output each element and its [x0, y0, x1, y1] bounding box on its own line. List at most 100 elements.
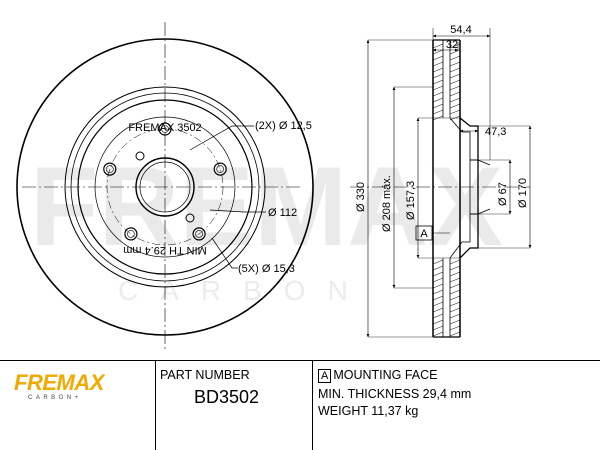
section-hatch [449, 313, 461, 319]
section-hatch [449, 109, 461, 115]
dia-outer-label: Ø 330 [355, 182, 367, 212]
label-pcd: Ø 112 [268, 207, 297, 219]
dim-total-width-label: 54,4 [450, 24, 471, 36]
title-block-top-border [0, 360, 600, 361]
section-hatch [449, 61, 461, 67]
section-hatch [449, 265, 461, 271]
section-hatch [449, 55, 461, 61]
section-hatch [449, 103, 461, 109]
leader-small-holes [189, 125, 254, 151]
dim-offset-label: 47,3 [485, 126, 506, 138]
mounting-face-label: MOUNTING FACE [333, 368, 438, 382]
part-number: BD3502 [194, 387, 260, 407]
section-hatch [449, 43, 461, 49]
section-hatch [449, 325, 461, 331]
section-hatch [449, 67, 461, 73]
bolt-hole [158, 122, 172, 136]
title-block-divider-right [312, 360, 313, 450]
friction-inner-edge [64, 86, 266, 288]
bolt-hole-inner [216, 165, 224, 173]
label-small-holes: (2X) Ø 12,5 [255, 120, 312, 132]
section-hatch [449, 289, 461, 295]
section-hatch [449, 307, 461, 313]
section-hatch [449, 319, 461, 325]
section-hatch [449, 277, 461, 283]
dia-hat-label: Ø 157,3 [405, 181, 417, 220]
hat-text-top: FREMAX 3502 [128, 122, 201, 134]
section-hatch [432, 313, 444, 319]
watermark-sub: CARBON [118, 275, 370, 306]
dia-hub-label: Ø 170 [517, 178, 529, 208]
brand-logo: FREMAX CARBON+ [14, 372, 104, 402]
section-hatch [449, 301, 461, 307]
section-hatch [449, 85, 461, 91]
watermark-brand: FREMAX [30, 144, 503, 269]
section-hatch [432, 49, 444, 55]
section-hatch [449, 73, 461, 79]
section-hatch [432, 85, 444, 91]
section-hatch [449, 79, 461, 85]
section-hatch [432, 283, 444, 289]
bolt-hole-inner [161, 125, 169, 133]
pcd-circle [106, 128, 224, 246]
leader-pcd [209, 209, 266, 213]
center-bore [135, 157, 195, 217]
section-hatch [449, 331, 461, 337]
section-hatch [432, 55, 444, 61]
small-hole [135, 151, 145, 161]
title-block-divider-left [155, 360, 156, 450]
section-hatch [432, 97, 444, 103]
dia-bore-label: Ø 67 [497, 182, 509, 206]
section-hatch [432, 43, 444, 49]
section-hatch [432, 301, 444, 307]
hat-text-bottom: MIN TH 29.4 mm [123, 244, 207, 256]
section-hatch [432, 265, 444, 271]
bolt-hole-inner [195, 230, 203, 238]
section-hatch [432, 73, 444, 79]
side-view [350, 28, 532, 338]
section-hatch [432, 91, 444, 97]
section-hatch [449, 97, 461, 103]
section-hatch [432, 103, 444, 109]
front-view: FREMAX 3502 MIN TH 29.4 mm [16, 22, 314, 352]
section-hatch [449, 295, 461, 301]
dia-friction-label: Ø 208 máx. [381, 175, 393, 232]
section-hatch [432, 271, 444, 277]
section-hatch [449, 91, 461, 97]
section-hatch [449, 271, 461, 277]
bolt-hole-inner [106, 165, 114, 173]
weight: WEIGHT 11,37 kg [318, 404, 419, 418]
datum-label: A [420, 228, 428, 240]
section-hatch [432, 319, 444, 325]
part-number-label: PART NUMBER [160, 368, 250, 382]
section-hatch [432, 331, 444, 337]
section-hatch [432, 61, 444, 67]
bolt-hole [192, 227, 206, 241]
leader-bolt-holes [211, 237, 238, 269]
section-hatch [432, 289, 444, 295]
section-hatch [449, 259, 461, 265]
section-hatch [432, 109, 444, 115]
section-hatch [432, 307, 444, 313]
bolt-hole [124, 227, 138, 241]
label-bolt-holes: (5X) Ø 15,3 [238, 263, 295, 275]
section-hatch [432, 79, 444, 85]
bolt-hole [103, 162, 117, 176]
bolt-hole-inner [127, 230, 135, 238]
section-hatch [432, 67, 444, 73]
small-hole [185, 213, 195, 223]
section-hatch [432, 325, 444, 331]
section-hatch [432, 295, 444, 301]
bolt-holes [103, 122, 227, 241]
mounting-face-marker: A [318, 369, 332, 383]
brand-logo-name: FREMAX [14, 370, 104, 395]
section-hatch [449, 283, 461, 289]
dim-hat-width-label: 32 [446, 39, 458, 51]
min-thickness: MIN. THICKNESS 29,4 mm [318, 387, 472, 401]
section-hatch [432, 259, 444, 265]
hat-outer-edge [77, 99, 253, 275]
brand-logo-sub: CARBON+ [28, 395, 82, 401]
